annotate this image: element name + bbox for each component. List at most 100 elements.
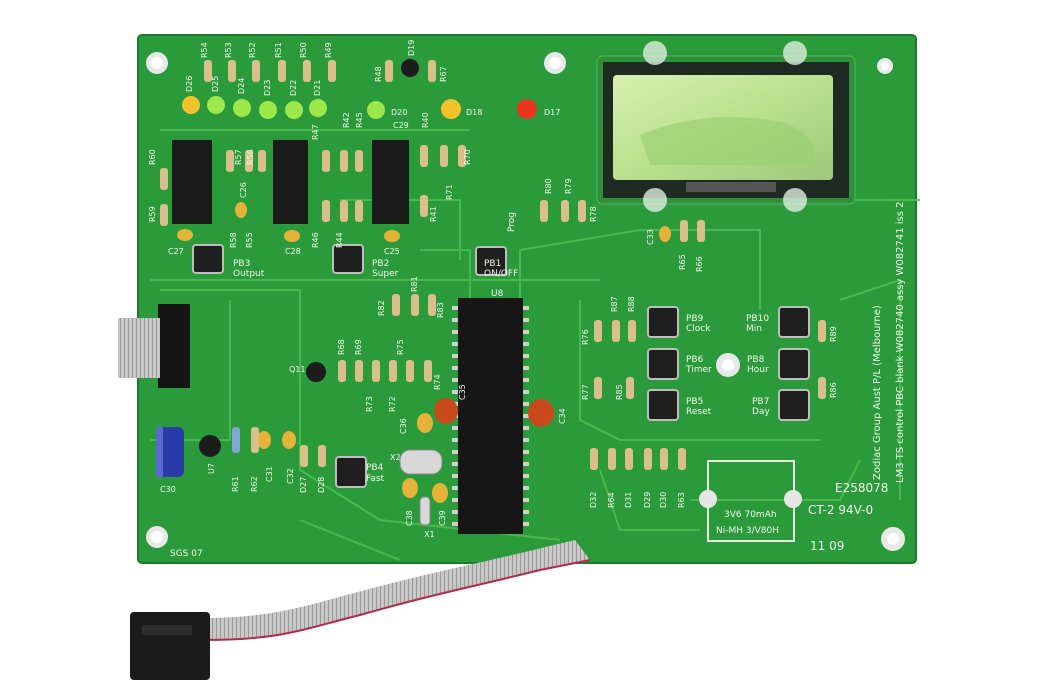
ref-r60: R60 bbox=[148, 149, 157, 165]
pb4-ref: PB4 bbox=[366, 463, 384, 473]
ref-c31: C31 bbox=[265, 466, 274, 482]
tactile-buttons bbox=[192, 244, 810, 488]
led-ref-d23: D23 bbox=[263, 80, 272, 96]
ref-r77: R77 bbox=[581, 384, 590, 400]
ribbon-cable bbox=[130, 540, 591, 680]
pb9-ref: PB9 bbox=[686, 314, 704, 324]
circuit-board bbox=[118, 34, 920, 564]
ref-r51: R51 bbox=[274, 42, 283, 58]
battery-spec-2: Ni-MH 3/V80H bbox=[716, 526, 779, 536]
ref-r55: R55 bbox=[245, 232, 254, 248]
pb5-label: Reset bbox=[686, 407, 712, 417]
ref-c35: C35 bbox=[458, 384, 467, 400]
ref-x1: X1 bbox=[424, 530, 435, 539]
ref-r53: R53 bbox=[224, 42, 233, 58]
ref-c34: C34 bbox=[558, 408, 567, 424]
pb10-ref: PB10 bbox=[746, 314, 769, 324]
pb6-label: Timer bbox=[685, 365, 712, 375]
lcd-display bbox=[596, 41, 856, 212]
resistors bbox=[160, 60, 826, 470]
silkscreen-labels: E258078 CT-2 94V-0 11 09 SGS 07 Prog Zod… bbox=[148, 40, 906, 559]
ref-r71: R71 bbox=[445, 184, 454, 200]
ref-c27: C27 bbox=[168, 247, 184, 256]
ref-c36: C36 bbox=[399, 418, 408, 434]
ref-r82: R82 bbox=[377, 300, 386, 316]
ref-r62: R62 bbox=[250, 476, 259, 492]
pb6-ref: PB6 bbox=[686, 355, 704, 365]
ref-c29: C29 bbox=[393, 121, 409, 130]
battery-spec-1: 3V6 70mAh bbox=[724, 510, 777, 520]
logic-chips bbox=[172, 140, 409, 224]
ref-r73: R73 bbox=[365, 396, 374, 412]
ref-r81: R81 bbox=[410, 276, 419, 292]
ref-q11: Q11 bbox=[289, 365, 305, 374]
ref-r59: R59 bbox=[148, 206, 157, 222]
ref-u7: U7 bbox=[207, 463, 216, 474]
ref-r41: R41 bbox=[429, 206, 438, 222]
ref-c32: C32 bbox=[286, 468, 295, 484]
battery-outline bbox=[699, 460, 802, 542]
crystals bbox=[399, 449, 443, 526]
ref-c33: C33 bbox=[646, 229, 655, 245]
ref-r63: R63 bbox=[677, 492, 686, 508]
ref-r47: R47 bbox=[311, 124, 320, 140]
ref-r52: R52 bbox=[248, 42, 257, 58]
prog-label: Prog bbox=[507, 212, 517, 232]
ref-x2: X2 bbox=[390, 453, 401, 462]
ref-r46: R46 bbox=[311, 232, 320, 248]
capacitors bbox=[177, 202, 671, 503]
electrolytic-capacitor bbox=[156, 427, 184, 477]
ref-r61: R61 bbox=[231, 476, 240, 492]
pb8-ref: PB8 bbox=[747, 355, 765, 365]
led-ref-d22: D22 bbox=[289, 80, 298, 96]
pb1-label: ON/OFF bbox=[484, 269, 518, 279]
pb2-label: Super bbox=[372, 269, 399, 279]
led-ref-d26: D26 bbox=[185, 76, 194, 92]
microcontroller-chip bbox=[452, 298, 529, 534]
led-ref-d20: D20 bbox=[391, 108, 407, 117]
ref-d29: D29 bbox=[643, 492, 652, 508]
ref-r75: R75 bbox=[396, 339, 405, 355]
ref-r68: R68 bbox=[337, 339, 346, 355]
pb4-label: Fast bbox=[366, 474, 385, 484]
led-ref-d25: D25 bbox=[211, 76, 220, 92]
transistors bbox=[199, 59, 419, 457]
product-line: LM3 TS control PBC blank W082740 assy W0… bbox=[895, 201, 906, 483]
ref-r65: R65 bbox=[678, 254, 687, 270]
pb8-label: Hour bbox=[747, 365, 769, 375]
ref-c39: C39 bbox=[438, 510, 447, 526]
ref-d32: D32 bbox=[589, 492, 598, 508]
pb7-ref: PB7 bbox=[752, 397, 769, 407]
led-ref-d17: D17 bbox=[544, 108, 560, 117]
ref-c26: C26 bbox=[239, 182, 248, 198]
ref-r83: R83 bbox=[436, 302, 445, 318]
ref-r87: R87 bbox=[610, 296, 619, 312]
ref-r89: R89 bbox=[829, 326, 838, 342]
ref-d30: D30 bbox=[659, 492, 668, 508]
ref-r74: R74 bbox=[433, 374, 442, 390]
ref-c25: C25 bbox=[384, 247, 400, 256]
pb7-label: Day bbox=[752, 407, 770, 417]
pb10-label: Min bbox=[746, 324, 762, 334]
ref-d31: D31 bbox=[624, 492, 633, 508]
led-ref-d21: D21 bbox=[313, 80, 322, 96]
ref-c30: C30 bbox=[160, 485, 176, 494]
ref-d27: D27 bbox=[299, 477, 308, 493]
ref-r40: R40 bbox=[421, 112, 430, 128]
ref-r42: R42 bbox=[342, 112, 351, 128]
pb2-ref: PB2 bbox=[372, 259, 389, 269]
ref-d28: D28 bbox=[317, 477, 326, 493]
ref-r44: R44 bbox=[335, 232, 344, 248]
ref-r69: R69 bbox=[354, 339, 363, 355]
ref-r76: R76 bbox=[581, 329, 590, 345]
pb5-ref: PB5 bbox=[686, 397, 703, 407]
ref-r49: R49 bbox=[324, 42, 333, 58]
chip-ref: U8 bbox=[491, 289, 504, 299]
pb1-ref: PB1 bbox=[484, 259, 501, 269]
ref-r48: R48 bbox=[374, 66, 383, 82]
pb9-label: Clock bbox=[686, 324, 711, 334]
ref-r66: R66 bbox=[695, 256, 704, 272]
ref-r88: R88 bbox=[627, 296, 636, 312]
sgs-mark: SGS 07 bbox=[170, 549, 203, 559]
ref-r79: R79 bbox=[564, 178, 573, 194]
